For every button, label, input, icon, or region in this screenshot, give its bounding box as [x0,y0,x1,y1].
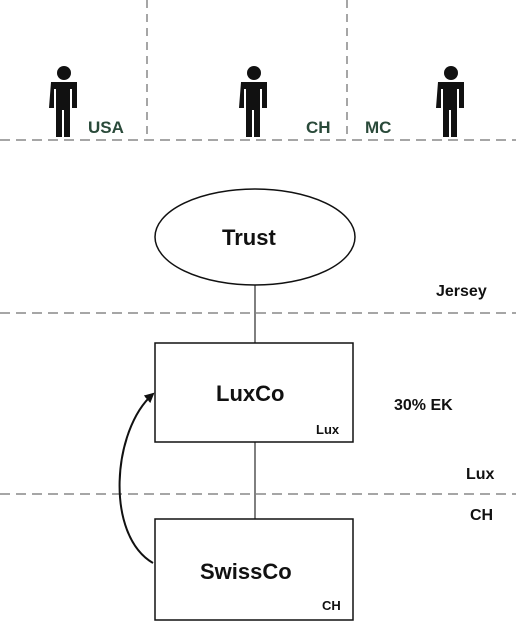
swissco-jurisdiction-tag: CH [322,598,341,613]
person-icon [436,66,464,137]
swissco-node [154,518,354,621]
luxco-node [154,342,354,443]
zone-label-lux: Lux [466,466,495,483]
luxco-jurisdiction-tag: Lux [316,422,340,437]
trust-label: Trust [222,225,276,250]
curved-arrow [118,392,155,564]
country-label-ch: CH [306,118,331,137]
swissco-label: SwissCo [200,559,292,584]
person-icon [49,66,77,137]
country-label-mc: MC [365,118,392,137]
country-label-usa: USA [88,118,124,137]
equity-annotation: 30% EK [394,397,453,414]
zone-label-ch: CH [470,507,494,524]
luxco-label: LuxCo [216,381,285,406]
person-icon [239,66,267,137]
zone-label-jersey: Jersey [436,283,487,300]
trust-node [154,188,356,286]
